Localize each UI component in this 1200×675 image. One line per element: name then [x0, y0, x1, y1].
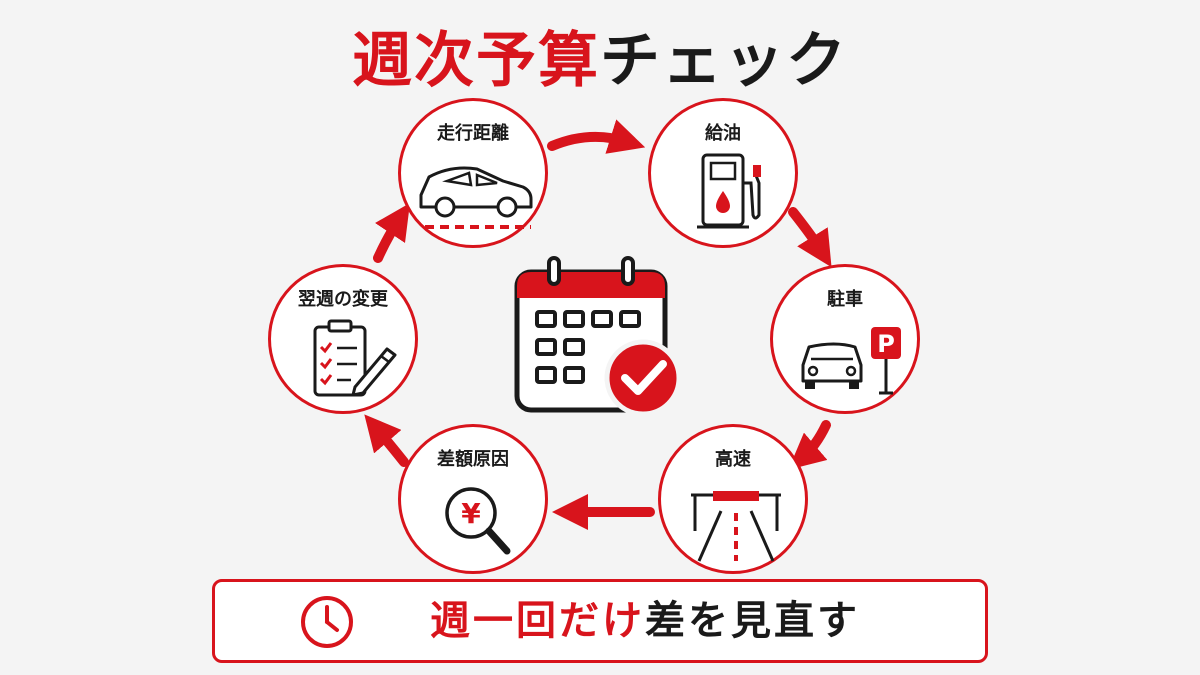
arrow-fuel-to-parking — [788, 207, 832, 268]
parking-icon: P — [801, 327, 901, 395]
clock-icon — [301, 596, 353, 648]
arrow-distance-to-fuel — [547, 119, 646, 154]
car-icon — [419, 166, 533, 229]
node-label: 翌週の変更 — [298, 289, 388, 310]
highway-icon — [691, 491, 781, 562]
cycle-node-highway: 高速 — [658, 424, 808, 574]
slogan-rest: 差を見直す — [645, 598, 860, 644]
slogan-bar: 週一回だけ差を見直す — [212, 579, 988, 663]
arrow-cause-to-next — [364, 414, 409, 467]
clipboard-pencil-icon — [313, 319, 397, 397]
slogan-text: 週一回だけ差を見直す — [365, 582, 925, 660]
yen-magnifier-icon: ¥ — [445, 487, 511, 555]
fuel-pump-icon — [697, 153, 761, 229]
node-label: 給油 — [705, 123, 741, 144]
yen-symbol: ¥ — [461, 497, 481, 530]
cycle-node-fuel: 給油 — [648, 98, 798, 248]
page-title: 週次予算チェック — [0, 12, 1200, 99]
calendar-check-icon — [514, 256, 682, 417]
cycle-node-cause: 差額原因 ¥ — [398, 424, 548, 574]
node-label: 差額原因 — [437, 449, 509, 470]
node-label: 高速 — [715, 449, 751, 470]
arrow-next-to-distance — [373, 203, 410, 263]
cycle-node-distance: 走行距離 — [398, 98, 548, 248]
arrow-parking-to-highway — [788, 420, 831, 470]
node-label: 駐車 — [827, 289, 863, 310]
cycle-node-parking: 駐車 P — [770, 264, 920, 414]
slogan-highlight: 週一回だけ — [430, 598, 645, 644]
parking-sign-letter: P — [877, 330, 895, 358]
cycle-node-next-change: 翌週の変更 — [268, 264, 418, 414]
title-rest: チェック — [600, 26, 848, 96]
title-highlight: 週次予算 — [352, 26, 600, 96]
node-label: 走行距離 — [437, 123, 509, 144]
